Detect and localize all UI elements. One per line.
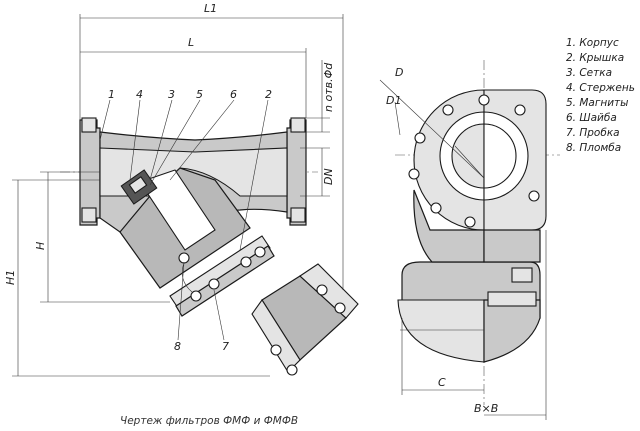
leader-3 — [149, 99, 173, 181]
dim-L: L — [188, 36, 194, 49]
leader-8 — [177, 261, 185, 341]
bolt-hole — [478, 94, 490, 106]
dim-BxB: B×B — [474, 402, 498, 415]
lower-dome-right — [483, 299, 541, 363]
bolt-hole — [414, 132, 426, 144]
dim-C: C — [438, 376, 446, 389]
legend-item: 2. Крышка — [566, 52, 624, 64]
dim-D1-leader — [394, 101, 401, 136]
bolt-hole — [528, 190, 540, 202]
dim-H: H — [34, 242, 47, 250]
callout-1: 1 — [108, 88, 115, 101]
right-flange-bolt-top — [290, 117, 306, 133]
magnet — [128, 176, 148, 194]
ext-bolt — [334, 302, 346, 314]
callout-4: 4 — [136, 88, 143, 101]
dim-L1: L1 — [204, 2, 217, 15]
bolt-hole — [514, 104, 526, 116]
ext-bolt — [286, 364, 298, 376]
right-flange — [286, 119, 307, 226]
bore-diag — [454, 145, 485, 179]
bolt-hole — [442, 104, 454, 116]
callout-2: 2 — [265, 88, 272, 101]
bore-right — [483, 123, 517, 189]
cover-bolt — [190, 290, 202, 302]
cover-edge — [487, 291, 537, 307]
legend-item: 5. Магниты — [566, 97, 628, 109]
seal-plomb — [178, 252, 190, 264]
bolt-hole — [408, 168, 420, 180]
legend-item: 3. Сетка — [566, 67, 612, 79]
side-view: L1 L n отв.Φd DN H H1 1 4 3 5 6 2 8 7 — [4, 2, 359, 377]
leader-1 — [99, 99, 111, 141]
legend-item: 7. Пробка — [566, 127, 620, 139]
dim-n-holes: n отв.Φd — [322, 62, 335, 112]
drawing-caption: Чертеж фильтров ФМФ и ФМФВ — [120, 415, 298, 427]
callout-7: 7 — [222, 340, 229, 353]
cover-bolt — [208, 278, 220, 290]
legend-item: 4. Стержень — [566, 82, 635, 94]
legend-item: 1. Корпус — [566, 37, 619, 49]
callout-6: 6 — [230, 88, 237, 101]
bore-left — [451, 123, 485, 189]
dim-DN: DN — [322, 168, 335, 185]
callout-3: 3 — [168, 88, 175, 101]
cover-flange — [169, 235, 271, 309]
leader-5 — [149, 99, 201, 186]
left-flange-bolt-top — [81, 117, 97, 133]
leader-4 — [129, 99, 141, 181]
bolt-hole — [430, 202, 442, 214]
ext-bolt — [270, 344, 282, 356]
callout-5: 5 — [196, 88, 203, 101]
cover-bolt — [240, 256, 252, 268]
cover-bolt — [254, 246, 266, 258]
dim-H1: H1 — [4, 270, 17, 285]
parts-legend: 1. Корпус 2. Крышка 3. Сетка 4. Стержень… — [566, 37, 635, 154]
dim-D: D — [395, 66, 403, 79]
lower-dome-left — [397, 299, 485, 363]
drain-plug — [511, 267, 533, 283]
callout-8: 8 — [174, 340, 181, 353]
neck-right — [483, 229, 541, 263]
legend-item: 8. Пломба — [566, 142, 621, 154]
left-flange-bolt-bottom — [81, 207, 97, 223]
front-view: D D1 C B×B — [379, 60, 560, 420]
right-flange-bolt-bottom — [290, 207, 306, 223]
screen-mesh — [139, 169, 216, 251]
dim-D1: D1 — [386, 94, 401, 107]
ext-bolt — [316, 284, 328, 296]
bolt-hole — [464, 216, 476, 228]
leader-6 — [169, 99, 235, 181]
leader-2 — [239, 99, 269, 251]
leader-7 — [213, 289, 225, 341]
dim-D-leader — [379, 79, 485, 179]
legend-item: 6. Шайба — [566, 112, 617, 124]
